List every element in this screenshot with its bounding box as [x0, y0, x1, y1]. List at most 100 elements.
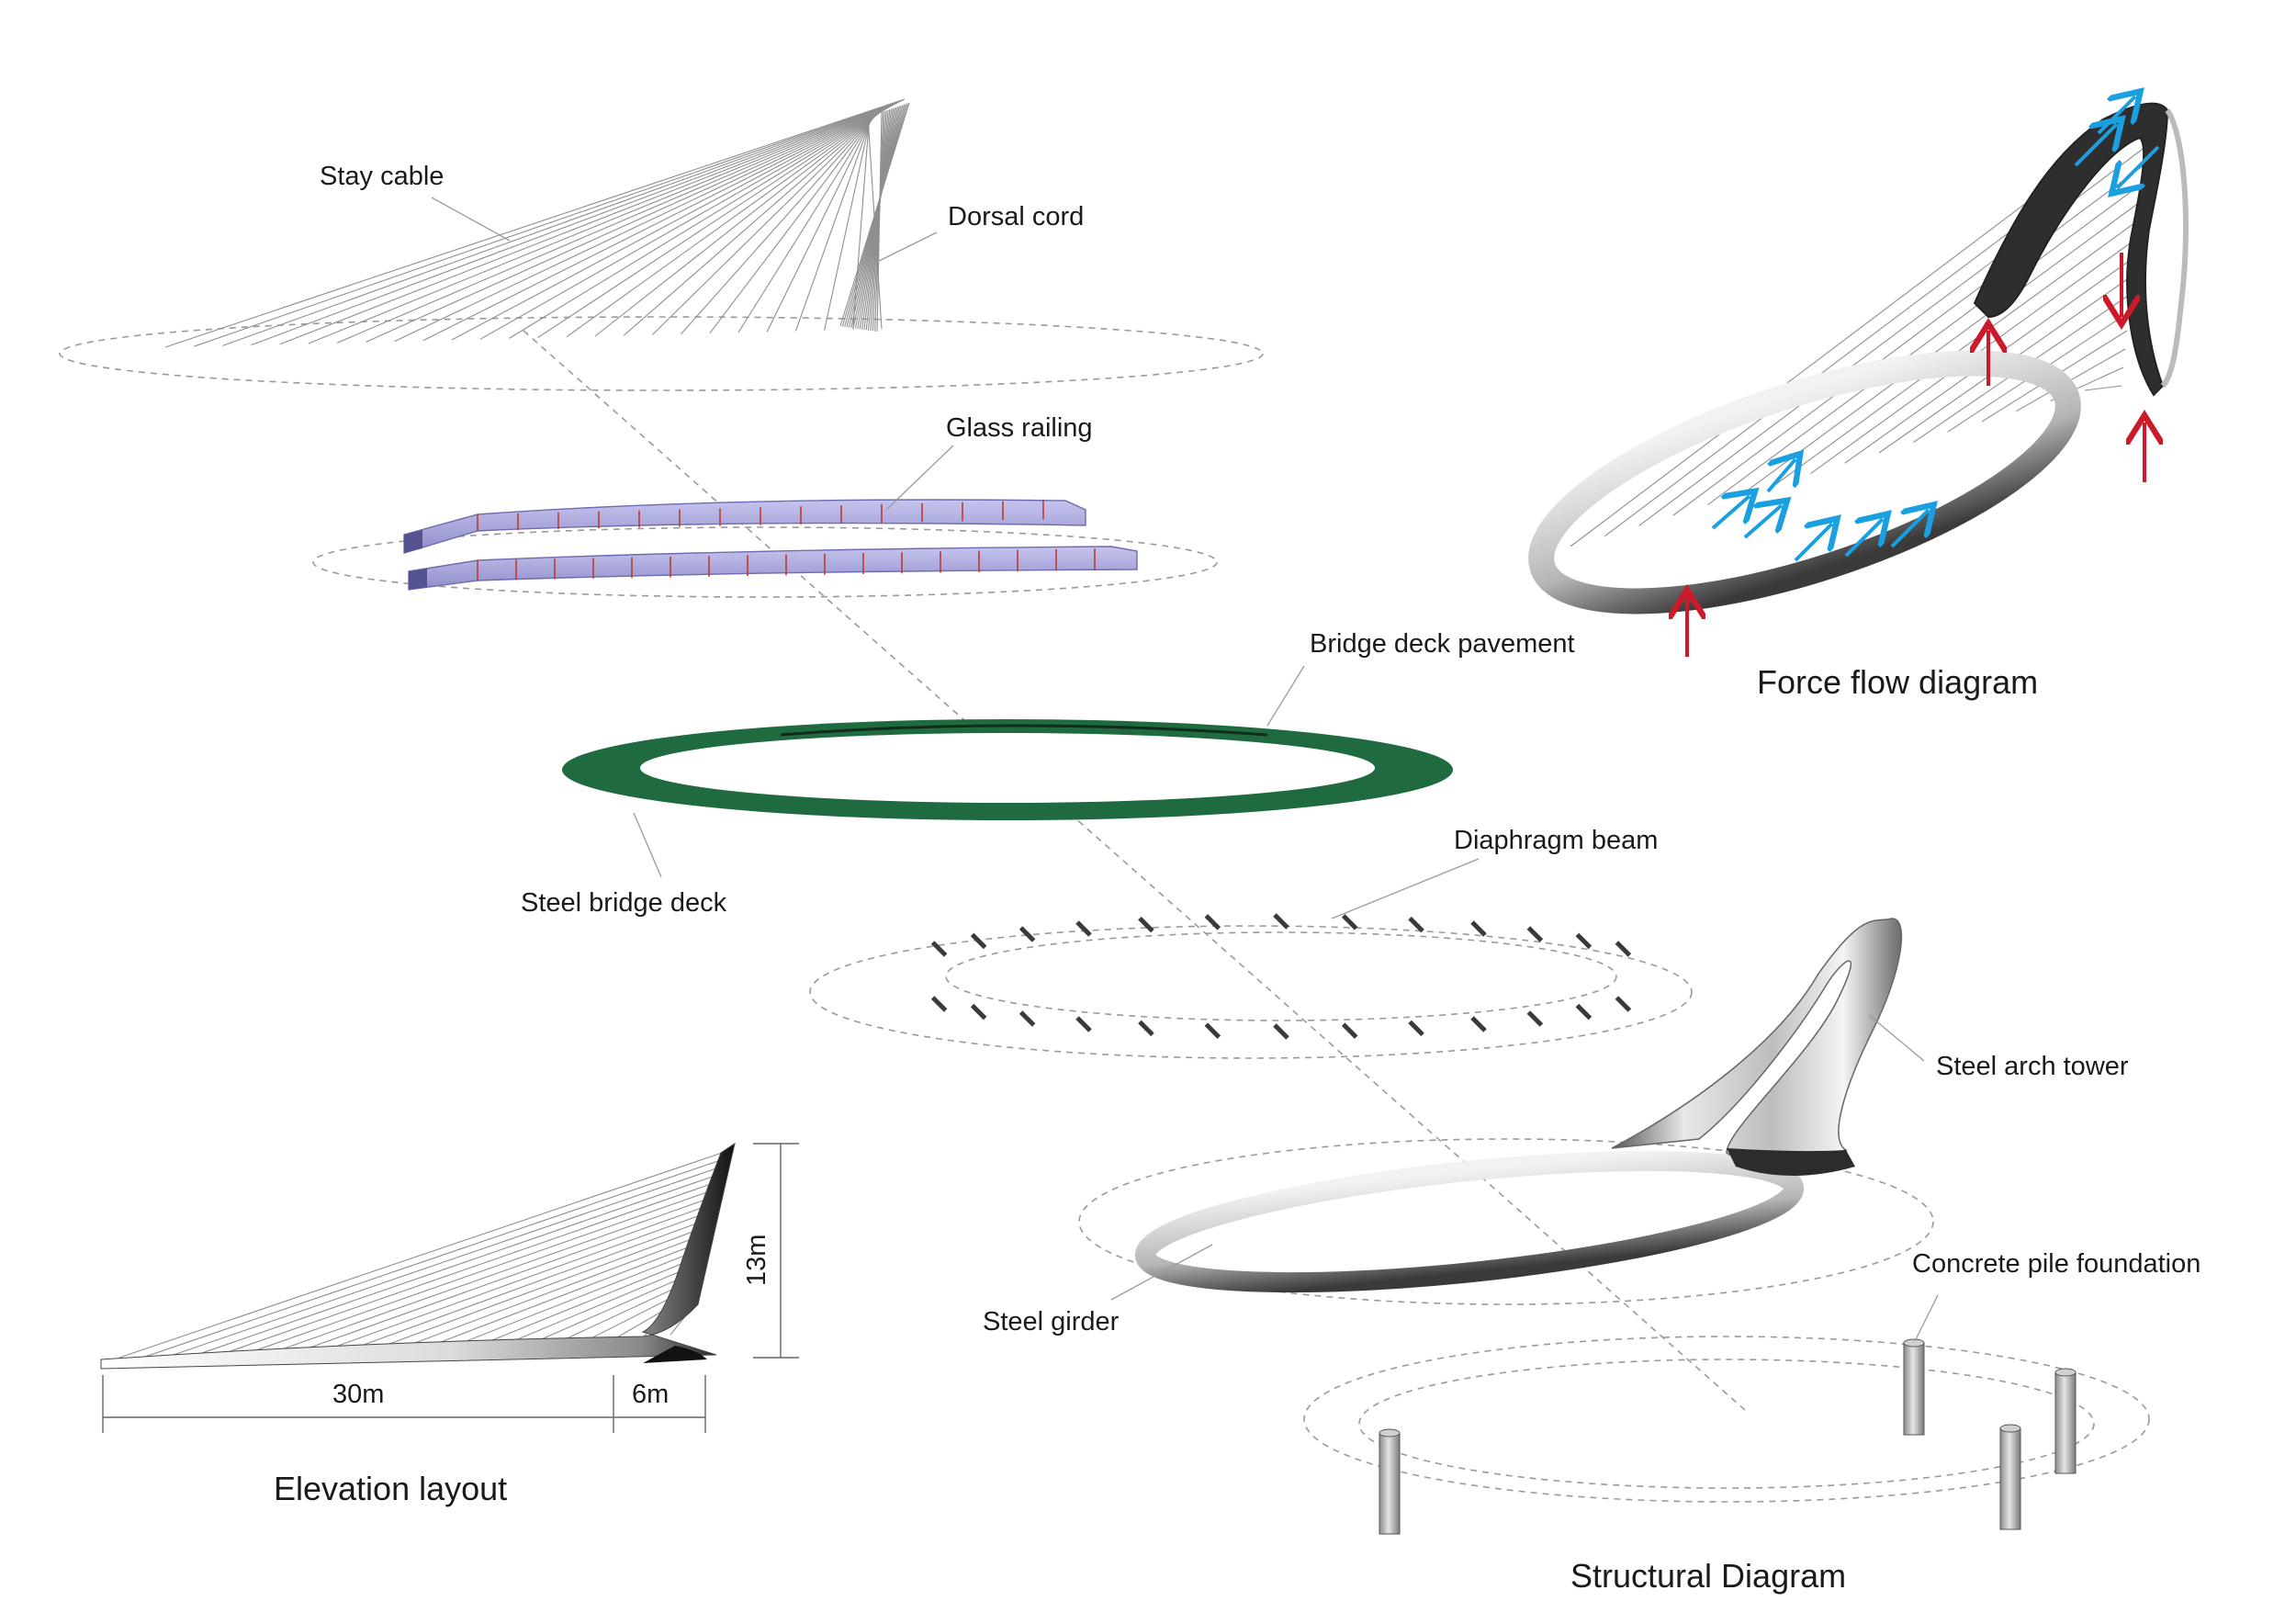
- elevation-cables-line: [302, 1201, 718, 1351]
- diaphragm-beams-line: [1273, 913, 1289, 930]
- stay-cable-fan-line: [479, 107, 889, 340]
- label-glass-railing: Glass railing: [946, 413, 1093, 443]
- tower-base-junction: [1727, 1148, 1855, 1176]
- steel-girder-ring: [1134, 1150, 1805, 1293]
- explode-axis-line: [523, 330, 1746, 1411]
- label-bridge-deck-pavement: Bridge deck pavement: [1310, 629, 1575, 659]
- glass-railing-back: [403, 499, 1086, 554]
- stay-cable-outline: [59, 316, 1264, 391]
- diaphragm-beams-line: [1341, 914, 1358, 930]
- leader-glass-railing: [885, 445, 954, 511]
- concrete-pile: [1379, 1428, 1401, 1535]
- diaphragm-beams: [930, 913, 1632, 1040]
- diaphragm-beams-line: [1138, 916, 1154, 933]
- stay-cable-fan-line: [566, 108, 884, 338]
- dim-label-30m: 30m: [332, 1380, 384, 1409]
- leader-pavement: [1266, 665, 1305, 727]
- foundation-inner-outline: [1358, 1359, 2095, 1489]
- leader-steel-girder: [1110, 1244, 1213, 1301]
- elevation-cables-line: [460, 1246, 708, 1345]
- diaphragm-outer-outline: [809, 925, 1693, 1059]
- force-flow-diagram: [1528, 96, 2189, 657]
- elevation-cables-line: [145, 1156, 729, 1358]
- diaphragm-beams-line: [1075, 1016, 1092, 1032]
- diaphragm-beams-line: [1341, 1022, 1358, 1039]
- compression-arrows: [1711, 96, 2160, 562]
- stay-cable-fan-line: [164, 98, 906, 348]
- diaphragm-beams-line: [1575, 932, 1593, 950]
- pavement-edge-shadow: [780, 724, 1268, 737]
- elevation-cables-line: [486, 1253, 706, 1343]
- label-steel-bridge-deck: Steel bridge deck: [521, 888, 727, 918]
- diaphragm-beams-line: [1408, 916, 1424, 933]
- diaphragm-inner-outline: [945, 931, 1617, 1021]
- elevation-cables-line: [355, 1216, 715, 1348]
- leader-pile-foundation: [1914, 1294, 1939, 1342]
- diaphragm-beams-line: [1615, 996, 1632, 1012]
- stay-cable-fan-line: [308, 102, 898, 344]
- diaphragm-beams-line: [1204, 914, 1221, 930]
- leader-dorsal-cord: [867, 231, 938, 267]
- stay-cable-fan: [164, 98, 906, 348]
- title-elevation: Elevation layout: [274, 1470, 507, 1507]
- stay-cable-fan-line: [652, 111, 881, 335]
- label-steel-arch-tower: Steel arch tower: [1936, 1052, 2129, 1081]
- stay-cable-fan-line: [824, 116, 872, 331]
- diaphragm-beams-line: [1408, 1020, 1424, 1037]
- elevation-layout: [100, 1142, 799, 1433]
- label-steel-girder: Steel girder: [983, 1307, 1120, 1336]
- labels: Stay cable Dorsal cord Glass railing Bri…: [274, 162, 2200, 1595]
- stay-cable-fan-line: [681, 112, 879, 334]
- diaphragm-beams-line: [1204, 1022, 1221, 1039]
- elevation-cables: [118, 1149, 731, 1359]
- force-flow-cables-line: [2084, 385, 2122, 391]
- foundation-layer: [1303, 1336, 2150, 1535]
- stay-cable-fan-line: [709, 112, 878, 334]
- label-dorsal-cord: Dorsal cord: [948, 202, 1084, 231]
- force-flow-girder: [1528, 350, 2081, 615]
- stay-cable-fan-line: [623, 110, 882, 336]
- stay-cable-fan-line: [366, 104, 895, 343]
- elevation-cables-line: [250, 1186, 722, 1353]
- pavement-layer: [562, 719, 1453, 820]
- support-reaction-arrows: [1687, 253, 2144, 657]
- stay-cable-fan-line: [422, 105, 892, 342]
- glass-railing-front: [408, 546, 1138, 591]
- elevation-cables-line: [118, 1149, 731, 1359]
- leader-stay-cable: [431, 197, 511, 242]
- force-flow-cables-line: [1672, 164, 2144, 516]
- diaphragm-beams-line: [1273, 1023, 1289, 1040]
- diaphragm-beams-line: [1019, 926, 1036, 942]
- diaphragm-beams-line: [1138, 1020, 1154, 1037]
- elevation-cables-line: [408, 1231, 712, 1347]
- steel-structure-layer: [1078, 918, 1934, 1305]
- diaphragm-beams-line: [1075, 920, 1092, 937]
- label-concrete-pile-foundation: Concrete pile foundation: [1912, 1249, 2200, 1279]
- stay-cable-fan-line: [737, 113, 876, 333]
- glass-railing-posts: [477, 500, 1096, 581]
- leader-steel-deck: [633, 812, 662, 878]
- diaphragm-beam-layer: [809, 913, 1693, 1059]
- elevation-cables-line: [171, 1164, 727, 1357]
- stay-cable-layer: [59, 98, 1264, 391]
- elevation-cables-line: [512, 1260, 704, 1342]
- concrete-pile: [1999, 1424, 2021, 1530]
- stay-cable-fan-line: [251, 100, 901, 346]
- label-stay-cable: Stay cable: [320, 162, 444, 191]
- stay-cable-fan-line: [594, 109, 884, 337]
- steel-arch-tower: [1611, 918, 1903, 1161]
- title-structural: Structural Diagram: [1570, 1557, 1846, 1595]
- elevation-cables-line: [381, 1224, 714, 1348]
- glass-railing-front-end: [409, 569, 427, 590]
- diaphragm-beams-line: [1470, 1016, 1487, 1032]
- diaphragm-beams-line: [930, 996, 948, 1012]
- stay-cable-fan-line: [509, 107, 888, 339]
- force-flow-arch: [1973, 102, 2169, 397]
- diaphragm-beams-line: [1470, 920, 1487, 937]
- stay-cable-fan-line: [537, 107, 886, 339]
- elevation-cables-line: [433, 1238, 710, 1346]
- title-force-flow: Force flow diagram: [1757, 663, 2038, 701]
- elevation-cables-line: [329, 1209, 716, 1349]
- elevation-cables-line: [224, 1179, 724, 1354]
- foundation-outer-outline: [1303, 1336, 2150, 1503]
